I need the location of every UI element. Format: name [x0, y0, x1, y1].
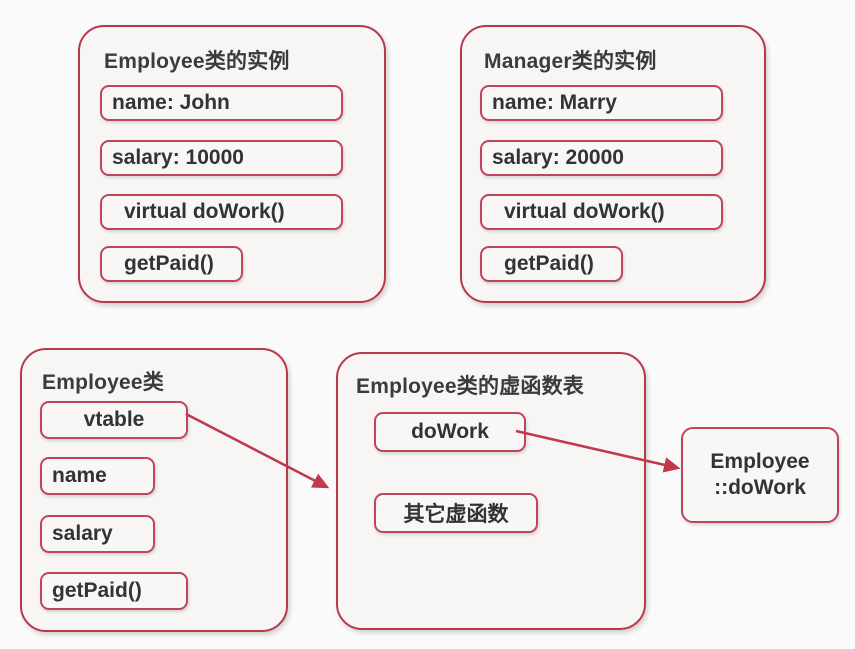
field-name[interactable]: name: John	[100, 85, 343, 121]
panel-employee-vtable: Employee类的虚函数表 doWork 其它虚函数	[336, 352, 646, 630]
field-salary[interactable]: salary: 10000	[100, 140, 343, 176]
field-name-label: name: John	[112, 91, 230, 114]
method-getpaid[interactable]: getPaid()	[480, 246, 623, 282]
field-salary-label: salary: 20000	[492, 146, 624, 169]
method-virtual-dowork-label: virtual doWork()	[504, 200, 665, 223]
panel-manager-instance-title: Manager类的实例	[484, 50, 657, 73]
panel-manager-instance: Manager类的实例 name: Marry salary: 20000 vi…	[460, 25, 766, 303]
method-virtual-dowork[interactable]: virtual doWork()	[480, 194, 723, 230]
employee-dowork-impl[interactable]: Employee ::doWork	[681, 427, 839, 523]
method-getpaid[interactable]: getPaid()	[100, 246, 243, 282]
field-name[interactable]: name	[40, 457, 155, 495]
method-getpaid-label: getPaid()	[504, 252, 594, 275]
field-salary-label: salary: 10000	[112, 146, 244, 169]
method-virtual-dowork[interactable]: virtual doWork()	[100, 194, 343, 230]
panel-employee-vtable-title: Employee类的虚函数表	[356, 375, 585, 398]
panel-employee-instance-title: Employee类的实例	[104, 50, 290, 73]
employee-dowork-impl-line2: ::doWork	[714, 476, 806, 499]
method-getpaid[interactable]: getPaid()	[40, 572, 188, 610]
vtable-entry-dowork-label: doWork	[411, 420, 489, 443]
vtable-entry-dowork[interactable]: doWork	[374, 412, 526, 452]
employee-dowork-impl-line1: Employee	[710, 450, 810, 474]
method-virtual-dowork-label: virtual doWork()	[124, 200, 285, 223]
field-name[interactable]: name: Marry	[480, 85, 723, 121]
field-vtable[interactable]: vtable	[40, 401, 188, 439]
field-name-label: name: Marry	[492, 91, 617, 114]
field-salary[interactable]: salary	[40, 515, 155, 553]
panel-employee-instance: Employee类的实例 name: John salary: 10000 vi…	[78, 25, 386, 303]
vtable-entry-other[interactable]: 其它虚函数	[374, 493, 538, 533]
field-name-label: name	[52, 464, 107, 487]
field-vtable-label: vtable	[83, 408, 145, 431]
vtable-entry-other-label: 其它虚函数	[403, 503, 509, 526]
method-getpaid-label: getPaid()	[124, 252, 214, 275]
field-salary-label: salary	[52, 522, 113, 545]
field-salary[interactable]: salary: 20000	[480, 140, 723, 176]
panel-employee-class-title: Employee类	[42, 371, 165, 394]
method-getpaid-label: getPaid()	[52, 579, 142, 602]
panel-employee-class: Employee类 vtable name salary getPaid()	[20, 348, 288, 632]
